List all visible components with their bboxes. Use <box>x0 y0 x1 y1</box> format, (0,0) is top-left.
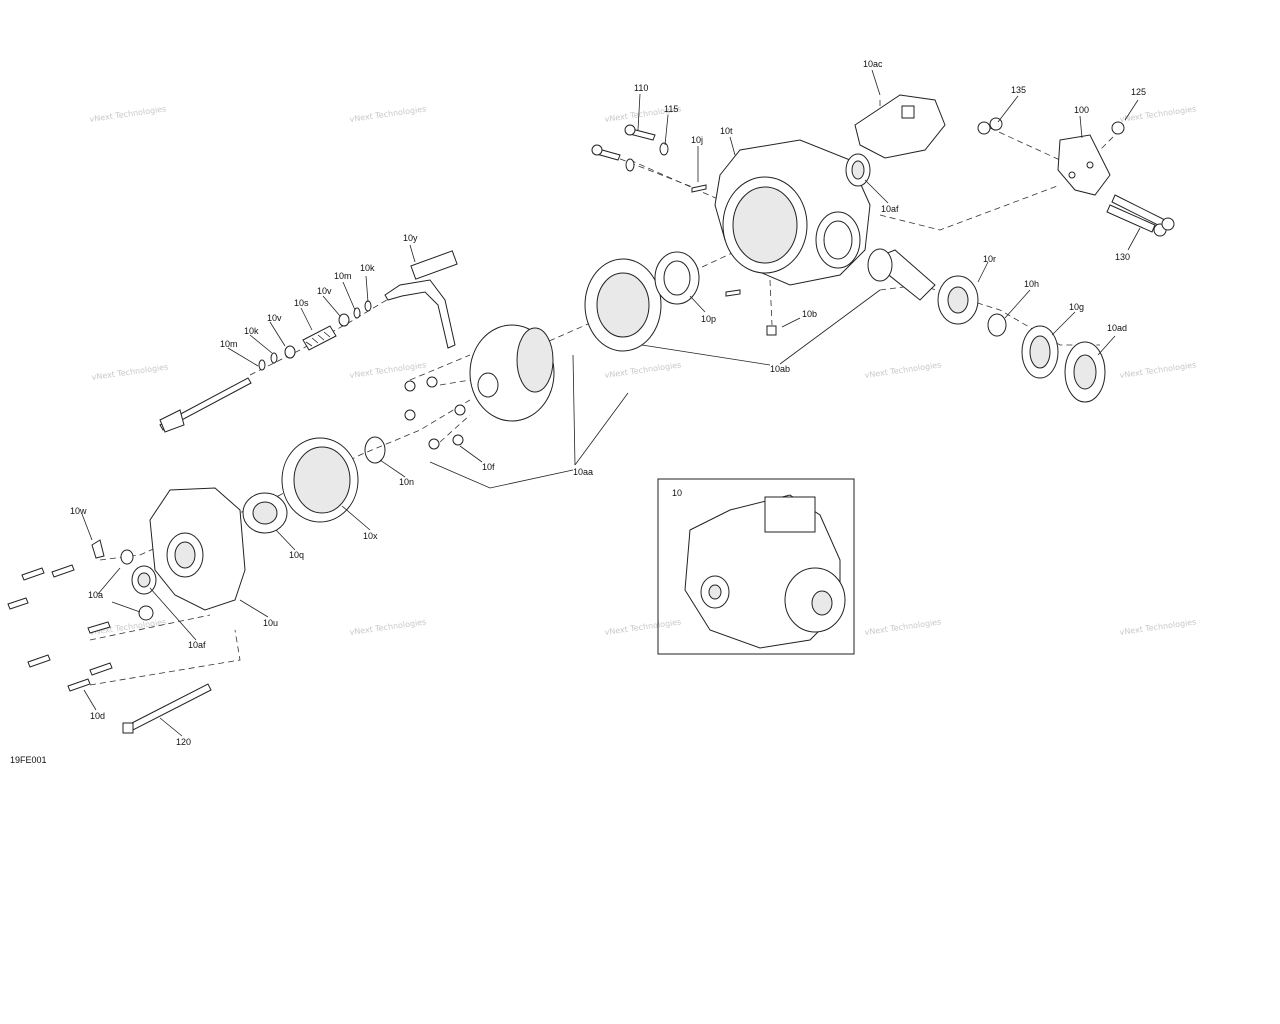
shift-shaft <box>159 377 252 433</box>
callout-label: 10p <box>701 314 716 324</box>
watermark: vNext Technologies <box>604 617 682 637</box>
bolts-10f <box>404 376 466 450</box>
callout-label: 10ac <box>863 59 883 69</box>
callout-label: 10ad <box>1107 323 1127 333</box>
bolts-130 <box>1106 194 1175 237</box>
callout-label: 10f <box>482 462 495 472</box>
part-callouts: 110 115 10j 10t 10ac 135 100 125 10af 13… <box>70 59 1146 747</box>
callout-label: 125 <box>1131 87 1146 97</box>
shift-fork-10y <box>384 250 458 349</box>
callout-label: 10u <box>263 618 278 628</box>
callout-label: 10af <box>188 640 206 650</box>
watermark: vNext Technologies <box>349 360 427 380</box>
callout-label: 10r <box>983 254 996 264</box>
callout-label: 10af <box>881 204 899 214</box>
leader-lines <box>81 69 1141 737</box>
callout-label: 10v <box>317 286 332 296</box>
assembly-inset <box>657 478 855 655</box>
bearing-stack <box>987 313 1106 403</box>
callout-label: 10s <box>294 298 309 308</box>
callout-label: 10v <box>267 313 282 323</box>
cover-small-parts <box>91 539 157 621</box>
watermark: vNext Technologies <box>864 617 942 637</box>
bracket-100 <box>1057 134 1111 196</box>
callout-label: 10b <box>802 309 817 319</box>
callout-label: 115 <box>664 104 678 114</box>
callout-label: 10ab <box>770 364 790 374</box>
callout-label: 10n <box>399 477 414 487</box>
watermark: vNext Technologies <box>89 104 167 124</box>
bolt-120 <box>122 683 212 734</box>
callout-label: 110 <box>634 83 648 93</box>
callout-label: 10g <box>1069 302 1084 312</box>
inset-label: 10 <box>672 488 682 498</box>
callout-label: 130 <box>1115 252 1130 262</box>
callout-label: 10m <box>334 271 352 281</box>
callout-label: 100 <box>1074 105 1089 115</box>
seal-10af-top <box>845 153 871 187</box>
callout-label: 10d <box>90 711 105 721</box>
assembly-axes <box>89 100 1121 686</box>
watermark: vNext Technologies <box>1119 360 1197 380</box>
callout-label: 10h <box>1024 279 1039 289</box>
callout-label: 10y <box>403 233 418 243</box>
callout-label: 10q <box>289 550 304 560</box>
callout-label: 10k <box>244 326 259 336</box>
watermark: vNext Technologies <box>349 104 427 124</box>
drawing-code: 19FE001 <box>10 755 47 765</box>
housing-10t <box>714 94 946 286</box>
bolts-110 <box>591 124 669 172</box>
callout-label: 120 <box>176 737 191 747</box>
watermark: vNext Technologies <box>604 360 682 380</box>
watermark: vNext Technologies <box>349 617 427 637</box>
cover-10u <box>149 487 246 611</box>
callout-label: 10k <box>360 263 375 273</box>
clutch-housing-10x <box>281 437 359 523</box>
callout-label: 10w <box>70 506 87 516</box>
bolts-10d <box>7 564 113 692</box>
callout-label: 10t <box>720 126 733 136</box>
ring-gear-10ab <box>584 251 700 352</box>
plug-10b <box>691 184 777 336</box>
callout-label: 10x <box>363 531 378 541</box>
callout-label: 10m <box>220 339 238 349</box>
shift-detent-parts <box>258 300 372 371</box>
callout-label: 10j <box>691 135 703 145</box>
callout-label: 10a <box>88 590 103 600</box>
oring-10n <box>364 436 386 464</box>
watermark: vNext Technologies <box>864 360 942 380</box>
watermark: vNext Technologies <box>1119 617 1197 637</box>
differential-10aa <box>469 324 555 422</box>
callout-label: 135 <box>1011 85 1026 95</box>
nuts-135-125 <box>977 117 1125 135</box>
pinion-shaft <box>867 248 979 325</box>
watermark: vNext Technologies <box>91 362 169 382</box>
watermark: vNext Technologies <box>1119 104 1197 124</box>
callout-label: 10aa <box>573 467 593 477</box>
bearing-10q <box>242 492 288 534</box>
